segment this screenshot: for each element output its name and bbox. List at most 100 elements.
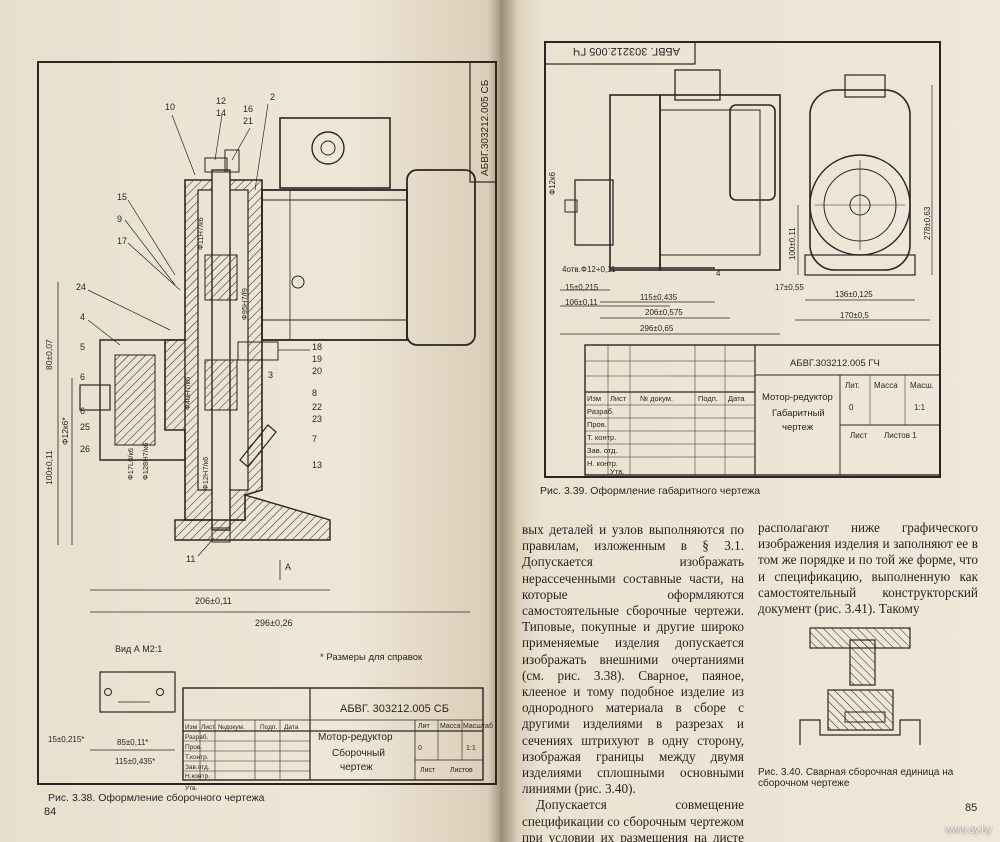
svg-text:6: 6 xyxy=(80,406,85,416)
tb-scale-val: 1:1 xyxy=(466,745,476,752)
svg-text:12: 12 xyxy=(216,96,226,106)
tb-name: Сборочный xyxy=(332,747,385,759)
figure-caption-339: Рис. 3.39. Оформление габаритного чертеж… xyxy=(540,485,761,497)
tb-row: Зав. отд. xyxy=(587,446,618,455)
tb-name: чертеж xyxy=(340,762,373,773)
dim-label: 17±0,55 xyxy=(775,283,804,292)
svg-text:23: 23 xyxy=(312,414,322,424)
dim-label: Ф12к6 xyxy=(548,172,557,195)
vertical-stamp: АБВГ.303212.005 СБ xyxy=(480,79,491,176)
page-number-right: 85 xyxy=(965,802,978,814)
svg-text:21: 21 xyxy=(243,116,253,126)
tb-col: Лист xyxy=(201,724,215,731)
svg-text:24: 24 xyxy=(76,282,86,292)
tb-col: Подп. xyxy=(698,394,718,403)
tb-row: Н. контр. xyxy=(587,459,618,468)
svg-text:25: 25 xyxy=(80,422,90,432)
dim-label: 170±0,5 xyxy=(840,311,869,320)
view-dim-85: 85±0,11* xyxy=(117,738,148,747)
svg-text:2: 2 xyxy=(270,92,275,102)
tb-lit-val: 0 xyxy=(849,403,854,412)
svg-text:6: 6 xyxy=(80,372,85,382)
dim-label: 4отв.Ф12+0,11 xyxy=(562,265,616,274)
svg-text:11: 11 xyxy=(186,554,195,564)
svg-text:Ф128Н7/к6: Ф128Н7/к6 xyxy=(141,443,150,480)
tb-rows-extra: Утв. xyxy=(185,785,198,792)
dim-label: 4 xyxy=(716,269,721,278)
svg-text:5: 5 xyxy=(80,342,85,352)
tb-scale: Масш. xyxy=(910,381,934,390)
tb-code: АБВГ. 303212.005 СБ xyxy=(340,703,449,715)
tb-sheets: Листов xyxy=(450,767,473,774)
view-arrow-label: A xyxy=(285,562,291,572)
svg-text:7: 7 xyxy=(312,434,317,444)
right-page: АБВГ. 303212.005 ГЧ Ф12к6 4отв.Ф12+0,11 … xyxy=(500,0,1000,842)
tb-name: Габаритный xyxy=(772,408,825,419)
tb-lit-val: 0 xyxy=(418,745,422,752)
paragraph-1: вых деталей и узлов выполняются по прави… xyxy=(522,522,744,797)
tb-code-right: АБВГ.303212.005 ГЧ xyxy=(790,358,880,369)
tb-col: Подп. xyxy=(260,724,277,731)
dim-80: 80±0,07 xyxy=(44,339,54,370)
dim-label: 278±0,63 xyxy=(923,206,932,240)
tb-sheet: Лист xyxy=(850,431,868,440)
svg-text:14: 14 xyxy=(216,108,226,118)
assembly-drawing: АБВГ.303212.005 СБ xyxy=(44,79,491,792)
svg-text:Ф12Н7/к6: Ф12Н7/к6 xyxy=(201,457,210,490)
svg-text:Ф95Н7/f9: Ф95Н7/f9 xyxy=(240,288,249,320)
dim-12k6: Ф12к6* xyxy=(60,417,70,445)
tb-row: Пров. xyxy=(587,420,607,429)
tb-row: Пров. xyxy=(185,744,202,751)
tb-col: Дата xyxy=(728,394,745,403)
tb-sheet: Лист xyxy=(420,767,436,774)
tb-row: Разраб. xyxy=(587,407,614,416)
svg-text:10: 10 xyxy=(165,102,175,112)
tb-lit: Лит. xyxy=(845,381,860,390)
tb-name: Мотор-редуктор xyxy=(762,392,833,403)
svg-text:3: 3 xyxy=(268,370,273,380)
svg-text:15: 15 xyxy=(117,192,127,202)
dim-label: 15±0,215 xyxy=(565,283,599,292)
tb-col: Лист xyxy=(610,394,627,403)
svg-text:4: 4 xyxy=(80,312,85,322)
dim-label: 115±0,435 xyxy=(640,293,678,302)
tb-col: № докум. xyxy=(640,394,673,403)
svg-text:16: 16 xyxy=(243,104,253,114)
dim-label: 100±0,11 xyxy=(788,227,797,260)
weld-figure xyxy=(799,627,921,745)
reference-note: * Размеры для справок xyxy=(320,652,423,663)
tb-row: Утв. xyxy=(610,467,624,476)
svg-text:13: 13 xyxy=(312,460,322,470)
svg-text:22: 22 xyxy=(312,402,322,412)
tb-name: чертеж xyxy=(782,422,814,433)
text-column-2: располагают ниже графического изображени… xyxy=(758,520,978,617)
svg-text:20: 20 xyxy=(312,366,322,376)
tb-mass: Масса xyxy=(440,723,461,730)
dim-206: 206±0,11 xyxy=(195,596,232,606)
tb-row: Разраб. xyxy=(185,733,209,741)
tb-lit: Лит xyxy=(418,723,431,730)
svg-text:9: 9 xyxy=(117,214,122,224)
svg-text:Ф11Н7/к6: Ф11Н7/к6 xyxy=(196,217,205,250)
tb-col: Изм xyxy=(185,724,198,731)
tb-mass: Масса xyxy=(874,381,898,390)
figure-caption-340: Рис. 3.40. Сварная сборочная единица на … xyxy=(758,767,954,789)
dim-100: 100±0,11 xyxy=(44,450,54,485)
tb-col: Дата xyxy=(284,724,299,731)
fit-labels: Ф11Н7/к6 Ф95Н7/f9 Ф40Н7/к6 Ф12Н7/к6 Ф17L… xyxy=(126,217,249,490)
svg-text:19: 19 xyxy=(312,354,322,364)
dimension-labels: Ф12к6 4отв.Ф12+0,11 15±0,215 106±0,11 11… xyxy=(548,172,932,333)
tb-col: №докум. xyxy=(218,724,245,731)
svg-text:8: 8 xyxy=(312,388,317,398)
tb-row: Н.контр. xyxy=(185,773,210,780)
tb-col: Изм xyxy=(587,394,601,403)
tb-row: Т. контр. xyxy=(587,433,616,442)
tb-scale-val: 1:1 xyxy=(914,403,926,412)
page-number-left: 84 xyxy=(44,806,57,818)
view-a-label: Вид А М2:1 xyxy=(115,644,162,654)
dim-label: 296±0,65 xyxy=(640,324,674,333)
svg-text:18: 18 xyxy=(312,342,322,352)
tb-name: Мотор-редуктор xyxy=(318,732,393,743)
figure-caption-338: Рис. 3.38. Оформление сборочного чертежа xyxy=(48,792,265,804)
